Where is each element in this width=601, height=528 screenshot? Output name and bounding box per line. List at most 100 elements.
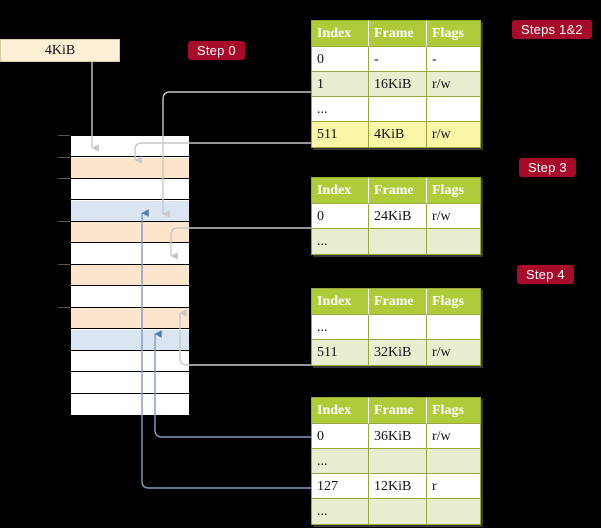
cell-frame: 4KiB — [369, 122, 427, 147]
cell-frame: 32KiB — [369, 340, 427, 365]
cell-flags: r — [427, 474, 480, 499]
column-header-flags: Flags — [427, 289, 480, 315]
cell-flags: - — [427, 47, 480, 72]
memory-row-tick — [58, 135, 70, 136]
badge-step-3: Step 3 — [519, 158, 576, 177]
cell-flags — [427, 449, 480, 474]
cell-index: 0 — [312, 204, 369, 229]
memory-frame-6-used — [71, 265, 189, 286]
column-header-frame: Frame — [369, 178, 427, 204]
cell-frame: 16KiB — [369, 72, 427, 97]
memory-frame-5-free — [71, 243, 189, 265]
memory-frame-11-free — [71, 372, 189, 394]
cell-flags — [427, 315, 480, 340]
cell-frame — [369, 97, 427, 122]
column-header-flags: Flags — [427, 398, 480, 424]
memory-frame-1-used — [71, 157, 189, 179]
table-row: ... — [312, 315, 480, 340]
table-row: ... — [312, 449, 480, 474]
cell-index: ... — [312, 229, 369, 254]
cell-index: 511 — [312, 122, 369, 147]
cell-frame: 36KiB — [369, 424, 427, 449]
memory-frame-2-free — [71, 179, 189, 200]
badge-label: Step 0 — [197, 43, 236, 58]
cell-index: 0 — [312, 424, 369, 449]
cell-frame — [369, 229, 427, 254]
column-header-index: Index — [312, 21, 369, 47]
badge-step-4: Step 4 — [517, 265, 574, 284]
memory-frame-4-used — [71, 222, 189, 243]
cell-index: ... — [312, 499, 369, 524]
column-header-index: Index — [312, 178, 369, 204]
cell-flags: r/w — [427, 204, 480, 229]
cell-frame — [369, 315, 427, 340]
request-size-label: 4KiB — [44, 43, 76, 58]
memory-frame-3-tbl — [71, 200, 189, 222]
cell-index: 127 — [312, 474, 369, 499]
memory-row-tick — [58, 221, 70, 222]
request-size-box: 4KiB — [0, 39, 120, 62]
cell-flags — [427, 97, 480, 122]
table-row: ... — [312, 97, 480, 122]
column-header-index: Index — [312, 398, 369, 424]
memory-frame-8-used — [71, 308, 189, 329]
memory-frame-9-tbl — [71, 329, 189, 351]
link-l2-32kib-to-memory — [179, 309, 311, 366]
table-row: ... — [312, 229, 480, 254]
table-row: ... — [312, 499, 480, 524]
cell-frame — [369, 499, 427, 524]
cell-index: ... — [312, 97, 369, 122]
cell-index: 0 — [312, 47, 369, 72]
memory-frame-10-free — [71, 351, 189, 372]
memory-frame-12-free — [71, 394, 189, 415]
cell-flags — [427, 229, 480, 254]
badge-step-0: Step 0 — [188, 41, 245, 60]
cell-frame: 12KiB — [369, 474, 427, 499]
cell-flags — [427, 499, 480, 524]
cell-flags: r/w — [427, 72, 480, 97]
badge-label: Step 4 — [526, 267, 565, 282]
link-l3-24kib-to-memory — [170, 227, 311, 260]
cell-index: 511 — [312, 340, 369, 365]
memory-row-tick — [58, 264, 70, 265]
physical-memory-column — [70, 135, 190, 416]
cell-frame — [369, 449, 427, 474]
cell-flags: r/w — [427, 122, 480, 147]
column-header-index: Index — [312, 289, 369, 315]
memory-row-tick — [58, 178, 70, 179]
badge-steps-1-2: Steps 1&2 — [512, 20, 592, 39]
column-header-frame: Frame — [369, 289, 427, 315]
badge-label: Step 3 — [528, 160, 567, 175]
cell-frame: - — [369, 47, 427, 72]
column-header-frame: Frame — [369, 21, 427, 47]
cell-flags: r/w — [427, 424, 480, 449]
column-header-flags: Flags — [427, 21, 480, 47]
memory-row-tick — [58, 307, 70, 308]
table-row: 0-- — [312, 47, 480, 72]
cell-flags: r/w — [432, 345, 451, 360]
cell-frame: 24KiB — [369, 204, 427, 229]
memory-row-tick — [58, 156, 70, 158]
badge-label: Steps 1&2 — [521, 22, 583, 37]
cell-index: 1 — [312, 72, 369, 97]
column-header-flags: Flags — [427, 178, 480, 204]
memory-frame-7-free — [71, 286, 189, 308]
cell-index: ... — [312, 449, 369, 474]
cell-index: ... — [312, 315, 369, 340]
memory-frame-0-free — [71, 136, 189, 157]
